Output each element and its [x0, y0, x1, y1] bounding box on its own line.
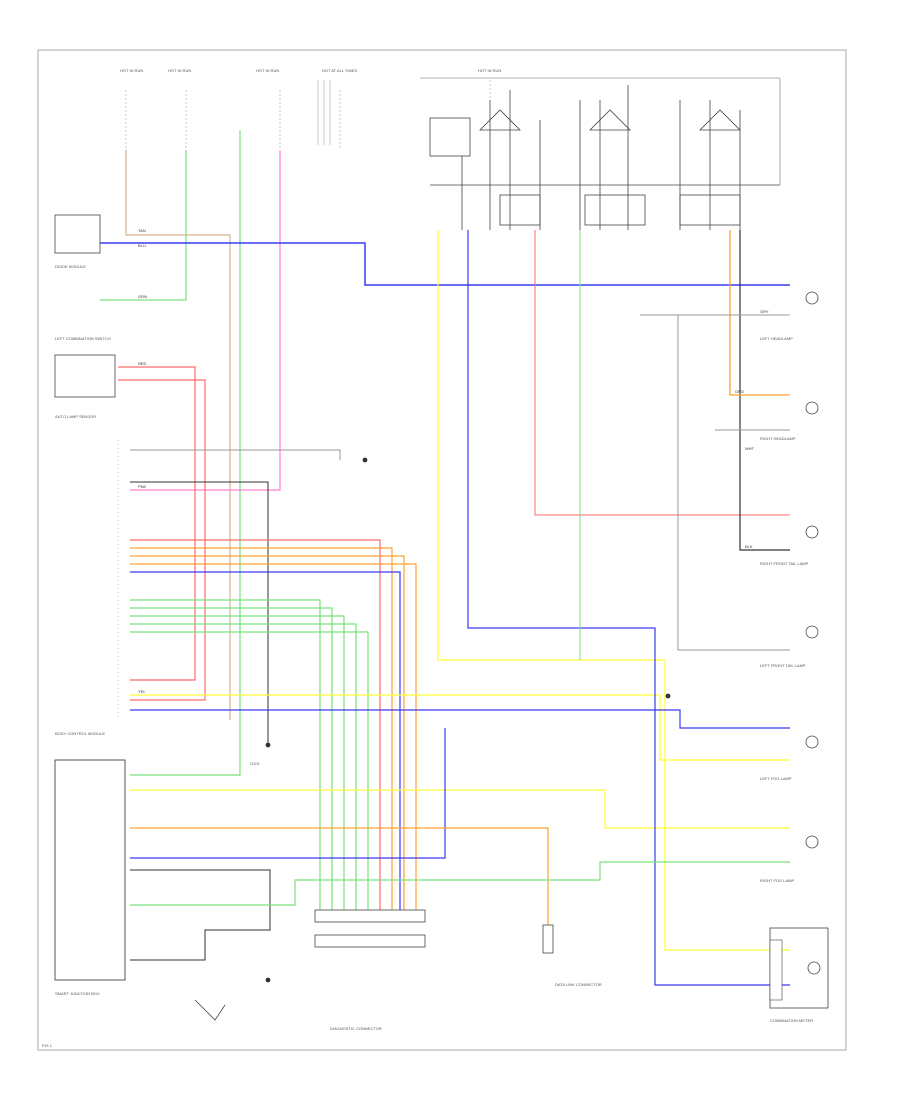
- wire-label: PNK: [138, 484, 147, 489]
- right-fog-label: RIGHT FOG LAMP: [760, 878, 794, 883]
- bus-bundle: [130, 539, 417, 910]
- wire-black-2: [739, 230, 790, 551]
- wire-gray: [130, 449, 341, 460]
- wire-blue-3: [130, 709, 790, 729]
- wire-green-3: [130, 861, 790, 906]
- wire-label: TAN: [138, 228, 146, 233]
- diagram-border: [37, 49, 847, 1051]
- wire-green-1: [100, 150, 187, 301]
- wire-orange: [729, 230, 790, 396]
- wire-yellow-3: [130, 789, 790, 829]
- relay-block: [420, 77, 781, 230]
- wire-tan: [125, 150, 231, 720]
- left-combination-label: LEFT COMBINATION SWITCH: [55, 336, 111, 341]
- wire-blue-4: [130, 728, 446, 859]
- diode-module: [54, 214, 101, 254]
- wire-red-1: [118, 366, 196, 681]
- data-link-label: DATA LINK CONNECTOR: [555, 982, 602, 987]
- right-headlamp-label: RIGHT HEADLAMP: [760, 436, 796, 441]
- data-link-connector: [542, 924, 554, 954]
- wire-label: BLU: [138, 243, 146, 248]
- wire-gray-right-2: [677, 315, 790, 651]
- fuse-label-1: HOT IN RUN: [120, 68, 143, 73]
- left-fog-label: LEFT FOG LAMP: [760, 776, 792, 781]
- wire-label: BLK: [745, 544, 753, 549]
- wire-blue-2: [467, 230, 790, 986]
- body-control-label: BODY CONTROL MODULE: [55, 731, 105, 736]
- wire-yellow-2: [130, 694, 790, 761]
- smart-junction-label: SMART JUNCTION BOX: [55, 991, 100, 996]
- wire-pink: [130, 150, 281, 491]
- fuse-block: [125, 80, 491, 150]
- wire-label: RED: [138, 361, 147, 366]
- body-control-module: [54, 759, 126, 981]
- footer-label: FIG 1: [42, 1043, 53, 1048]
- fuse-label-5: HOT IN RUN: [478, 68, 501, 73]
- combination-meter-pins: [769, 939, 783, 1001]
- diagnostic-connector-label: DIAGNOSTIC CONNECTOR: [330, 1026, 382, 1031]
- wire-label: WHT: [745, 446, 755, 451]
- ground-symbols: [265, 457, 671, 983]
- wire-label: YEL: [138, 689, 146, 694]
- wire-red-3: [534, 230, 790, 516]
- wire-black-3: [130, 869, 271, 961]
- meter-lamp-icon: [807, 961, 821, 975]
- wire-label: GRY: [760, 309, 769, 314]
- wire-black-1: [130, 481, 269, 745]
- wire-label: GRN: [138, 294, 147, 299]
- wire-blue-main: [100, 242, 790, 286]
- wire-orange-2: [130, 827, 549, 940]
- wire-label: ORG: [735, 389, 744, 394]
- switch-actuator: [194, 999, 226, 1021]
- left-headlamp-label: LEFT HEADLAMP: [760, 336, 793, 341]
- diode-module-label: DIODE MODULE: [55, 264, 86, 269]
- fuse-label-2: HOT IN RUN: [168, 68, 191, 73]
- diagnostic-connector: [314, 909, 426, 948]
- combination-meter-label: COMBINATION METER: [770, 1018, 813, 1023]
- fuse-label-4: HOT AT ALL TIMES: [322, 68, 357, 73]
- wire-yellow-1: [437, 230, 790, 951]
- right-lamps: [805, 291, 819, 849]
- auto-unit-label: AUTO LAMP SENSOR: [55, 414, 96, 419]
- fuse-label-3: HOT IN RUN: [256, 68, 279, 73]
- left-front-tail-label: LEFT FRONT TAIL LAMP: [760, 663, 806, 668]
- wire-green-2: [130, 130, 241, 776]
- right-front-tail-label: RIGHT FRONT TAIL LAMP: [760, 561, 809, 566]
- ground-label: G101: [250, 761, 261, 766]
- left-combination-switch: [54, 354, 116, 398]
